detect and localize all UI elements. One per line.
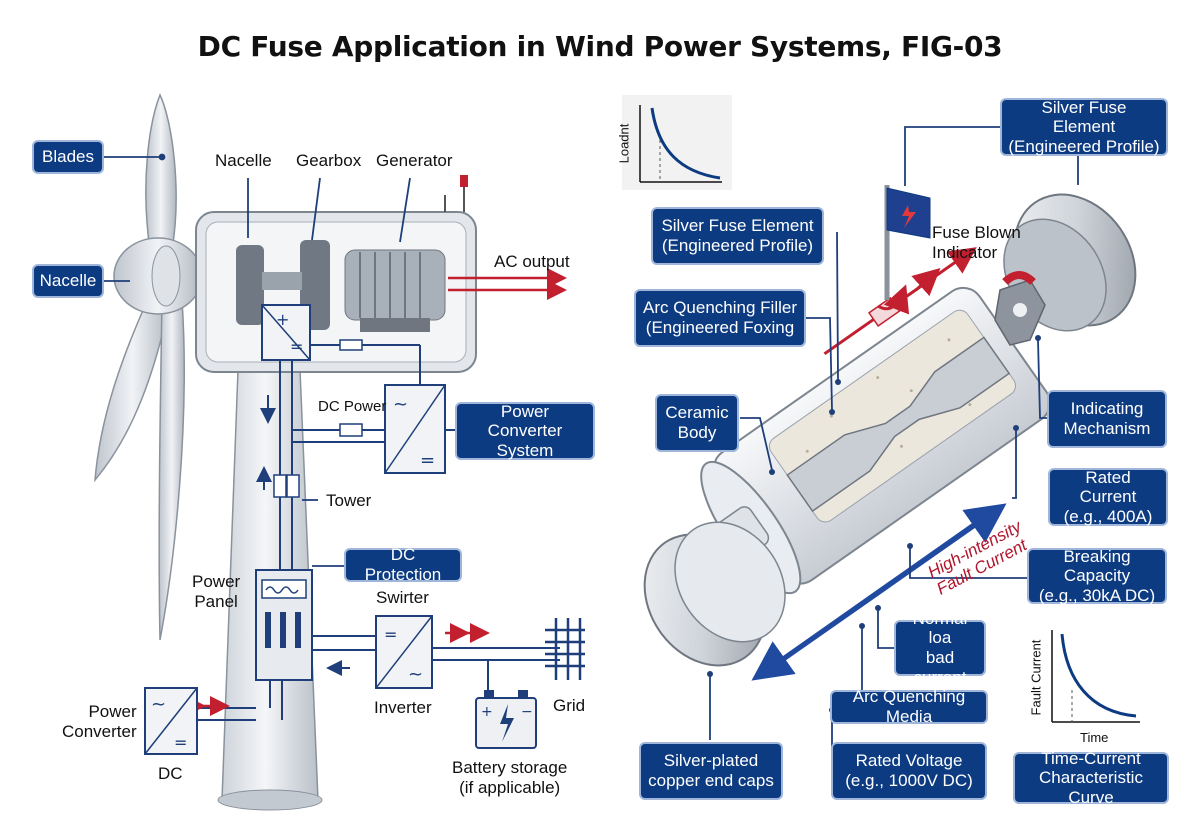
label-dc-power: DC Power (318, 398, 387, 415)
callout-time-current-curve: Time-Current Characteristic Curve (1013, 749, 1169, 807)
tower-base (217, 789, 323, 811)
callout-nacelle: Nacelle (32, 264, 104, 298)
callout-breaking-capacity: Breaking Capacity (e.g., 30kA DC) (1027, 547, 1167, 605)
indicating-mechanism-part (994, 271, 1046, 346)
blade-lower-left (94, 288, 171, 483)
blade-lower-right (158, 299, 185, 641)
callout-ceramic-body: Ceramic Body (655, 394, 739, 452)
svg-text:~: ~ (408, 664, 423, 685)
label-dc: DC (158, 764, 183, 783)
label-grid: Grid (553, 696, 586, 715)
grid-symbol (545, 618, 585, 680)
label-power-converter: Power Converter (62, 702, 137, 741)
label-swirter: Swirter (376, 588, 429, 607)
fuse-blown-flag (884, 185, 931, 300)
callout-normal-load: Normal loa bad current (894, 609, 986, 687)
mini-chart-bottom-curve (1060, 633, 1137, 718)
callout-rated-voltage: Rated Voltage (e.g., 1000V DC) (831, 742, 987, 800)
mini-chart-top-ylabel: Loadnt (616, 123, 632, 164)
fuse-illustration (622, 95, 1140, 770)
svg-text:=: = (290, 337, 303, 356)
mini-chart-top (622, 95, 732, 190)
callout-blades: Blades (32, 140, 104, 174)
label-generator: Generator (376, 151, 453, 170)
gear-left (236, 245, 264, 325)
mini-chart-bottom (1051, 630, 1140, 723)
label-gearbox: Gearbox (296, 151, 362, 170)
svg-text:~: ~ (393, 394, 408, 415)
callout-dc-protection: DC Protection (344, 545, 462, 584)
svg-text:=: = (384, 625, 397, 644)
figure-title: DC Fuse Application in Wind Power System… (197, 30, 1003, 63)
silver-fuse-element (786, 336, 1011, 513)
mini-chart-bottom-ylabel: Fault Current (1028, 639, 1044, 716)
mini-chart-top-curve (650, 107, 721, 180)
label-inverter: Inverter (374, 698, 432, 717)
blade-top (145, 93, 177, 251)
callout-silver-fuse-element-top: Silver Fuse Element (Engineered Profile) (1000, 98, 1168, 156)
svg-text:~: ~ (151, 694, 166, 715)
callout-rated-current: Rated Current (e.g., 400A) (1048, 468, 1168, 526)
callout-arc-quenching-media: Arc Quenching Media (830, 687, 988, 726)
svg-text:=: = (174, 733, 187, 752)
callout-indicating-mechanism: Indicating Mechanism (1047, 390, 1167, 448)
svg-text:=: = (420, 450, 435, 471)
label-ac-output: AC output (494, 252, 570, 271)
label-nacelle: Nacelle (215, 151, 272, 170)
callout-power-converter-system: Power Converter System (455, 402, 595, 460)
svg-text:+: + (276, 310, 289, 329)
callout-arc-quenching-filler: Arc Quenching Filler (Engineered Foxing (634, 289, 806, 347)
callout-silver-fuse-element-mid: Silver Fuse Element (Engineered Profile) (651, 207, 824, 265)
label-battery-storage: Battery storage (if applicable) (452, 758, 568, 797)
wind-turbine-illustration: + = ~ = (94, 93, 585, 811)
label-fuse-blown-indicator: Fuse Blown Indicator (932, 223, 1021, 262)
callout-silver-plated-caps: Silver-plated copper end caps (639, 742, 783, 800)
label-power-panel: Power Panel (192, 572, 241, 611)
left-end-cap (643, 521, 786, 667)
mini-chart-bottom-xlabel: Time (1080, 730, 1109, 745)
svg-text:−: − (521, 704, 533, 720)
label-tower: Tower (326, 491, 372, 510)
svg-text:+: + (481, 704, 493, 720)
